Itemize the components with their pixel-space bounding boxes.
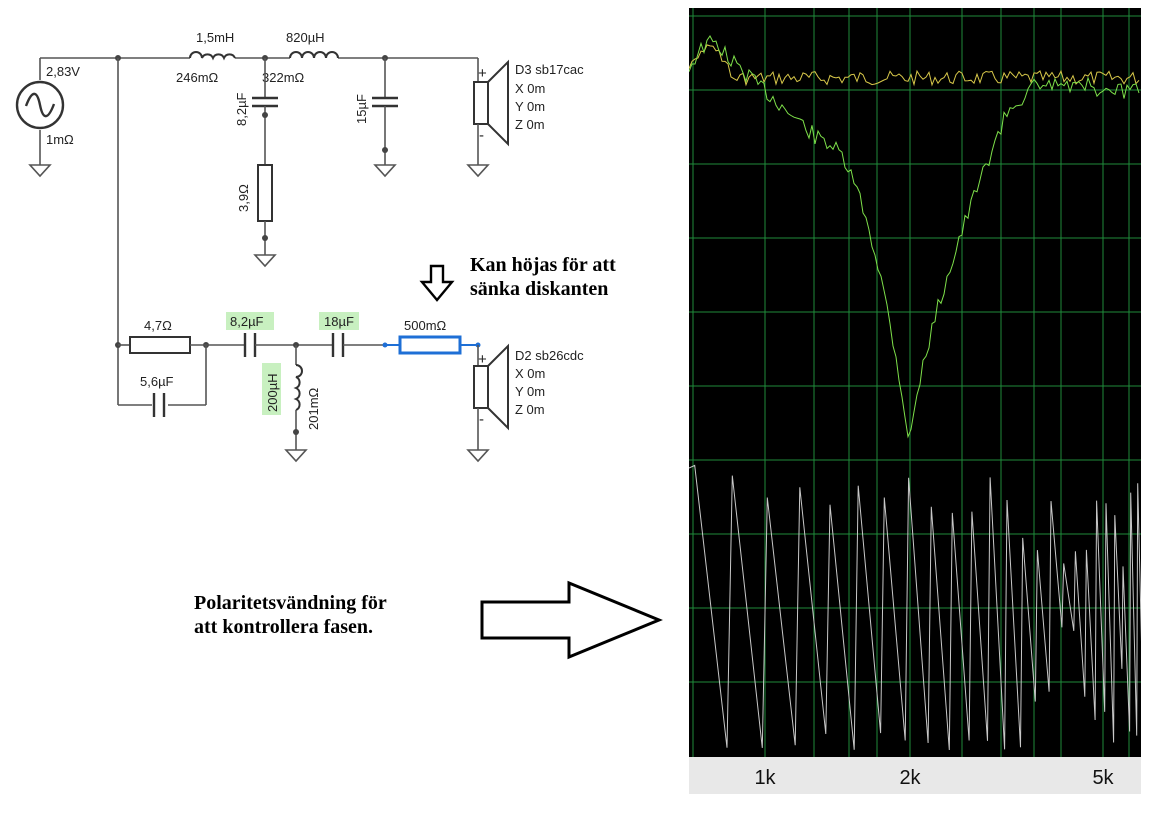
phase-trace bbox=[688, 464, 1144, 751]
driver-bottom-plus: + bbox=[478, 351, 487, 368]
driver-bottom-x: X 0m bbox=[515, 366, 545, 381]
tick-5k: 5k bbox=[1092, 767, 1114, 789]
speaker-d2[interactable] bbox=[473, 343, 509, 431]
driver-top-y: Y 0m bbox=[515, 99, 545, 114]
inductor-1-value: 1,5mH bbox=[196, 30, 234, 45]
resistor-500mohm[interactable] bbox=[398, 335, 462, 355]
resistor-4-7[interactable] bbox=[129, 336, 191, 354]
capacitor-top-value: 8,2µF bbox=[234, 92, 249, 126]
inductor-1-resistance: 246mΩ bbox=[176, 70, 219, 85]
inductor-2-value: 820µH bbox=[286, 30, 325, 45]
raise-annotation-line1: Kan höjas för att bbox=[470, 254, 616, 276]
crossover-schematic: 2,83V 1mΩ 1,5mH 246mΩ 820µH 322mΩ 8,2µF … bbox=[15, 30, 663, 660]
inductor-200uh-resistance: 201mΩ bbox=[306, 387, 321, 430]
resistor-top-value: 3,9Ω bbox=[236, 184, 251, 212]
resistor-500mohm-value: 500mΩ bbox=[404, 318, 447, 333]
magnitude-trace-measured bbox=[688, 35, 1140, 439]
voltage-source[interactable] bbox=[15, 80, 65, 130]
source-resistance-label: 1mΩ bbox=[46, 132, 74, 147]
raise-annotation-line2: sänka diskanten bbox=[470, 278, 609, 300]
polarity-annotation-line1: Polaritetsvändning för bbox=[194, 592, 387, 614]
inductor-200uh[interactable] bbox=[293, 364, 303, 411]
resistor-4-7-value: 4,7Ω bbox=[144, 318, 172, 333]
capacitor-15uf[interactable] bbox=[372, 96, 398, 108]
driver-top-name: D3 sb17cac bbox=[515, 62, 584, 77]
driver-top-plus: + bbox=[478, 65, 487, 82]
driver-top-minus: - bbox=[479, 127, 484, 144]
capacitor-8-2uf-lower[interactable] bbox=[243, 333, 257, 357]
driver-top-z: Z 0m bbox=[515, 117, 545, 132]
capacitor-5-6uf[interactable] bbox=[152, 393, 166, 417]
capacitor-5-6uf-value: 5,6µF bbox=[140, 374, 174, 389]
tick-2k: 2k bbox=[899, 767, 921, 789]
frequency-axis: 1k 2k 5k bbox=[689, 757, 1141, 794]
response-plot[interactable] bbox=[688, 8, 1144, 794]
capacitor-18uf-value: 18µF bbox=[324, 314, 354, 329]
inductor-1-5mh[interactable] bbox=[189, 51, 236, 61]
capacitor-18uf[interactable] bbox=[331, 333, 345, 357]
down-arrow-icon bbox=[419, 264, 455, 302]
right-arrow-icon bbox=[480, 580, 663, 660]
capacitor-8-2uf-lower-value: 8,2µF bbox=[230, 314, 264, 329]
capacitor-8-2uf-top[interactable] bbox=[252, 96, 278, 108]
inductor-820uh[interactable] bbox=[289, 51, 339, 59]
speaker-d3[interactable] bbox=[473, 59, 509, 147]
driver-bottom-y: Y 0m bbox=[515, 384, 545, 399]
driver-top-x: X 0m bbox=[515, 81, 545, 96]
response-plot-canvas bbox=[688, 8, 1144, 757]
driver-bottom-minus: - bbox=[479, 411, 484, 428]
capacitor-15uf-value: 15µF bbox=[354, 94, 369, 124]
ground-symbol bbox=[28, 164, 52, 178]
polarity-annotation-line2: att kontrollera fasen. bbox=[194, 616, 374, 638]
inductor-200uh-value: 200µH bbox=[265, 373, 280, 412]
driver-bottom-z: Z 0m bbox=[515, 402, 545, 417]
polarity-annotation: Polaritetsvändning för att kontrollera f… bbox=[194, 591, 387, 639]
magnitude-trace-reference bbox=[688, 44, 1140, 87]
raise-annotation: Kan höjas för att sänka diskanten bbox=[470, 253, 616, 301]
inductor-2-resistance: 322mΩ bbox=[262, 70, 305, 85]
resistor-3-9[interactable] bbox=[257, 164, 273, 222]
tick-1k: 1k bbox=[754, 767, 776, 789]
source-voltage-label: 2,83V bbox=[46, 64, 80, 79]
driver-bottom-name: D2 sb26cdc bbox=[515, 348, 584, 363]
